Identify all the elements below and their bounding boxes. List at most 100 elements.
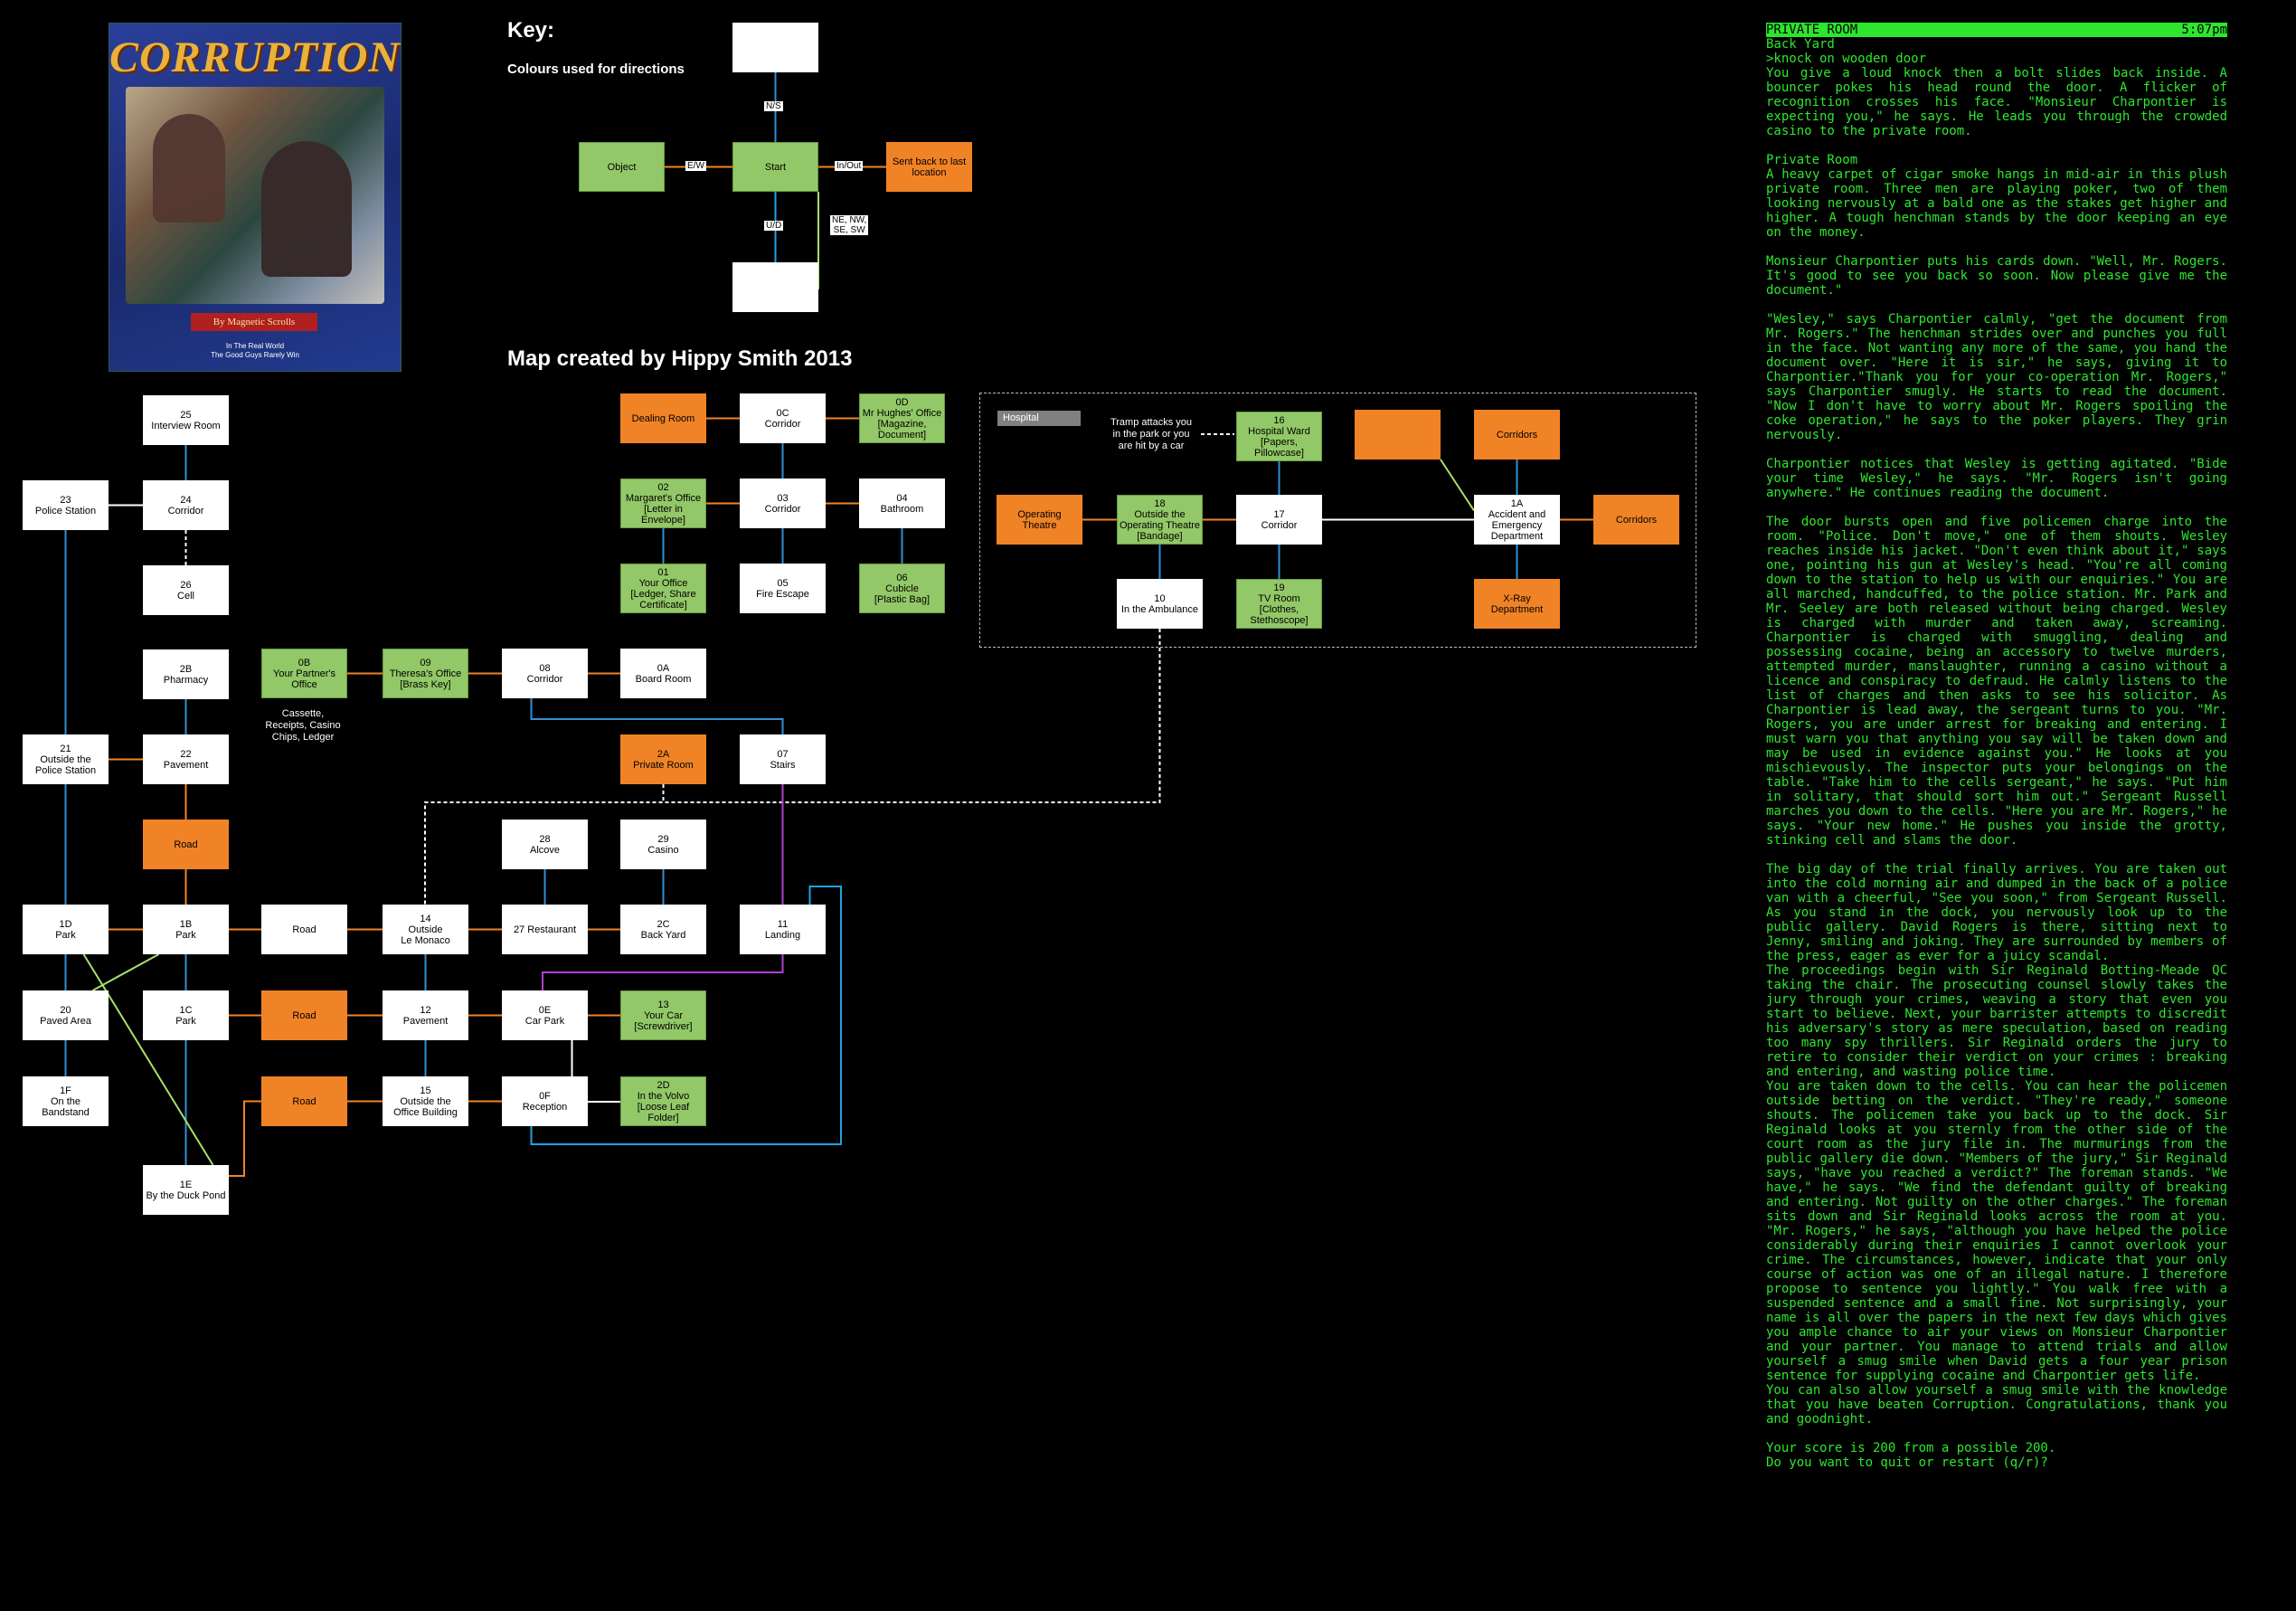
- room-r15: 15 Outside the Office Building: [383, 1076, 468, 1126]
- cover-artwork: [126, 87, 384, 304]
- transcript-score: Your score is 200 from a possible 200.: [1766, 1441, 2056, 1455]
- purple-edge: [542, 784, 784, 990]
- room-r02: 02 Margaret's Office [Letter in Envelope…: [620, 479, 706, 528]
- transcript-paragraph: You are taken down to the cells. You can…: [1766, 1079, 2235, 1383]
- room-corr_right: Corridors: [1593, 495, 1679, 545]
- orange-edge: [229, 1100, 261, 1177]
- key-node-obj: Object: [579, 142, 665, 192]
- blue-edge: [530, 698, 784, 734]
- room-r14: 14 Outside Le Monaco: [383, 905, 468, 954]
- room-r03: 03 Corridor: [740, 479, 826, 528]
- key-node-s: [732, 262, 818, 312]
- room-r27: 27 Restaurant: [502, 905, 588, 954]
- room-r0D: 0D Mr Hughes' Office [Magazine, Document…: [859, 393, 945, 443]
- room-r0E: 0E Car Park: [502, 990, 588, 1040]
- room-r12: 12 Pavement: [383, 990, 468, 1040]
- room-r16: 16 Hospital Ward [Papers, Pillowcase]: [1236, 412, 1322, 461]
- room-r24: 24 Corridor: [143, 480, 229, 530]
- room-r2D: 2D In the Volvo [Loose Leaf Folder]: [620, 1076, 706, 1126]
- room-r20: 20 Paved Area: [23, 990, 109, 1040]
- key-label-ew: E/W: [685, 161, 706, 171]
- game-cover: CORRUPTION By Magnetic Scrolls In The Re…: [109, 23, 402, 372]
- room-r06: 06 Cubicle [Plastic Bag]: [859, 564, 945, 613]
- dashed-edge: [663, 629, 1161, 803]
- transcript-prompt: Do you want to quit or restart (q/r)?: [1766, 1455, 2048, 1470]
- room-r07: 07 Stairs: [740, 734, 826, 784]
- transcript-paragraph: The door bursts open and five policemen …: [1766, 515, 2235, 848]
- room-r1E: 1E By the Duck Pond: [143, 1165, 229, 1215]
- transcript-paragraph: "Wesley," says Charpontier calmly, "get …: [1766, 312, 2235, 442]
- room-r0A: 0A Board Room: [620, 649, 706, 698]
- room-r2B: 2B Pharmacy: [143, 649, 229, 699]
- room-r23: 23 Police Station: [23, 480, 109, 530]
- status-bar: PRIVATE ROOM 5:07pm: [1766, 23, 2227, 37]
- room-r13: 13 Your Car [Screwdriver]: [620, 990, 706, 1040]
- dashed-edge: [424, 784, 665, 905]
- tramp-note: Tramp attacks you in the park or you are…: [1110, 417, 1193, 451]
- transcript-paragraph: Monsieur Charpontier puts his cards down…: [1766, 254, 2235, 298]
- key-node-start: Start: [732, 142, 818, 192]
- key-node-n: [732, 23, 818, 72]
- room-r11: 11 Landing: [740, 905, 826, 954]
- room-r0B: 0B Your Partner's Office: [261, 649, 347, 698]
- room-dealing: Dealing Room: [620, 393, 706, 443]
- diagonal-edge: [92, 953, 159, 991]
- room-road2: Road: [261, 905, 347, 954]
- room-r2A: 2A Private Room: [620, 734, 706, 784]
- hospital-label: Hospital: [997, 411, 1081, 426]
- room-optheatre: Operating Theatre: [997, 495, 1082, 545]
- transcript-paragraph: Charpontier notices that Wesley is getti…: [1766, 457, 2235, 500]
- cover-author: By Magnetic Scrolls: [191, 313, 317, 331]
- map-credit: Map created by Hippy Smith 2013: [507, 346, 853, 371]
- room-r1C: 1C Park: [143, 990, 229, 1040]
- room-r1B: 1B Park: [143, 905, 229, 954]
- room-road1: Road: [143, 820, 229, 869]
- room-r04: 04 Bathroom: [859, 479, 945, 528]
- transcript-paragraph: You give a loud knock then a bolt slides…: [1766, 66, 2235, 138]
- cover-title: CORRUPTION: [109, 33, 402, 81]
- game-transcript: PRIVATE ROOM 5:07pm Back Yard >knock on …: [1766, 23, 2227, 1551]
- key-node-sent: Sent back to last location: [886, 142, 972, 192]
- room-r26: 26 Cell: [143, 565, 229, 615]
- transcript-location: Back Yard: [1766, 37, 1835, 52]
- room-r29: 29 Casino: [620, 820, 706, 869]
- transcript-paragraph: The big day of the trial finally arrives…: [1766, 862, 2235, 963]
- diagonal-edge: [1440, 459, 1475, 512]
- room-r25: 25 Interview Room: [143, 395, 229, 445]
- room-hosp_orange: [1355, 410, 1441, 460]
- key-label-ns: N/S: [764, 101, 783, 111]
- room-r19: 19 TV Room [Clothes, Stethoscope]: [1236, 579, 1322, 629]
- diagonal-edge: [82, 953, 214, 1166]
- hospital-frame: [979, 393, 1696, 648]
- room-corr_top: Corridors: [1474, 410, 1560, 460]
- room-r1F: 1F On the Bandstand: [23, 1076, 109, 1126]
- key-subtitle: Colours used for directions: [507, 62, 685, 77]
- room-r28: 28 Alcove: [502, 820, 588, 869]
- room-r0F: 0F Reception: [502, 1076, 588, 1126]
- key-title: Key:: [507, 18, 555, 43]
- room-r17: 17 Corridor: [1236, 495, 1322, 545]
- partner-office-note: Cassette, Receipts, Casino Chips, Ledger: [265, 708, 341, 743]
- room-r1D: 1D Park: [23, 905, 109, 954]
- room-r2C: 2C Back Yard: [620, 905, 706, 954]
- room-xray: X-Ray Department: [1474, 579, 1560, 629]
- status-location: PRIVATE ROOM: [1766, 23, 1858, 37]
- room-r0C: 0C Corridor: [740, 393, 826, 443]
- room-r18: 18 Outside the Operating Theatre [Bandag…: [1117, 495, 1203, 545]
- key-label-ud: U/D: [764, 221, 784, 231]
- room-r10: 10 In the Ambulance: [1117, 579, 1203, 629]
- key-label-diag: NE, NW, SE, SW: [830, 215, 869, 235]
- transcript-paragraph: You can also allow yourself a smug smile…: [1766, 1383, 2235, 1426]
- room-r22: 22 Pavement: [143, 734, 229, 784]
- blue-edge: [530, 886, 842, 1145]
- room-r21: 21 Outside the Police Station: [23, 734, 109, 784]
- transcript-paragraph: The proceedings begin with Sir Reginald …: [1766, 963, 2235, 1079]
- transcript-command: >knock on wooden door: [1766, 52, 1927, 66]
- room-road4: Road: [261, 1076, 347, 1126]
- room-r05: 05 Fire Escape: [740, 564, 826, 613]
- cover-tagline: In The Real World The Good Guys Rarely W…: [211, 342, 299, 359]
- room-r01: 01 Your Office [Ledger, Share Certificat…: [620, 564, 706, 613]
- room-r08: 08 Corridor: [502, 649, 588, 698]
- key-label-inout: In/Out: [835, 161, 864, 171]
- room-r1A: 1A Accident and Emergency Department: [1474, 495, 1560, 545]
